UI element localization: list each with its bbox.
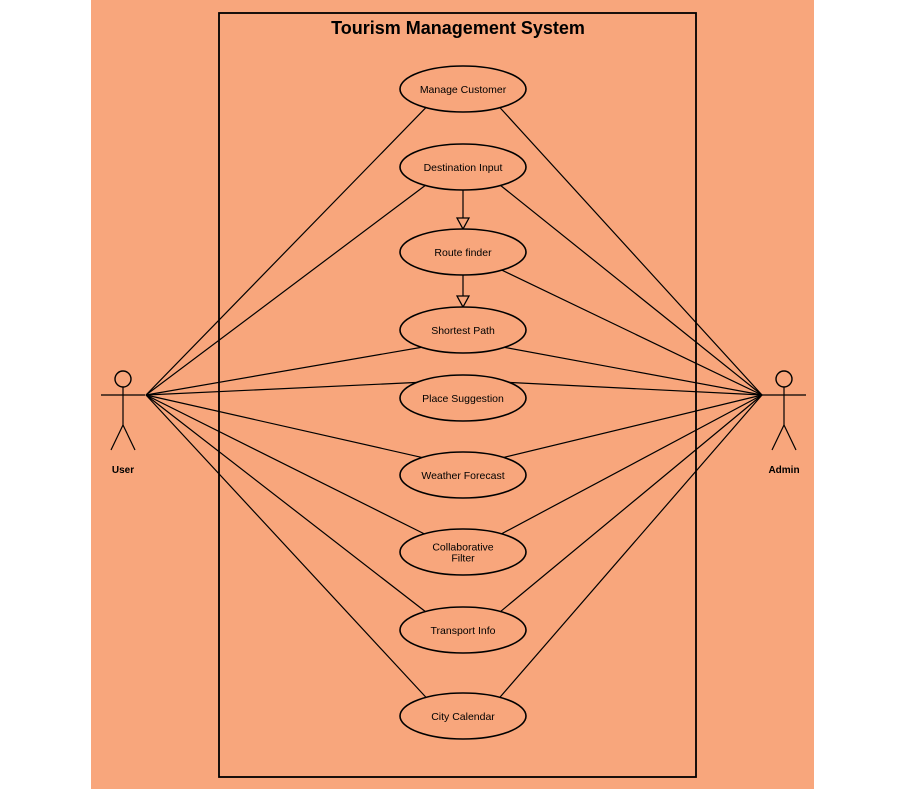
actors: User Admin (101, 370, 806, 476)
use-case-label: Weather Forecast (421, 470, 504, 482)
association-admin-city-calendar (497, 394, 763, 701)
actor-user: User (101, 370, 145, 476)
use-case-route-finder: Route finder (399, 228, 527, 276)
system-boundary (218, 12, 697, 778)
use-case-ellipse (399, 143, 527, 191)
use-case-manage-customer: Manage Customer (399, 65, 527, 113)
association-user-city-calendar (145, 394, 429, 701)
use-case-place-suggestion: Place Suggestion (399, 374, 527, 422)
actor-right-leg (783, 424, 797, 451)
use-case-shortest-path: Shortest Path (399, 306, 527, 354)
use-case-ellipse (399, 65, 527, 113)
use-case-ellipse (399, 228, 527, 276)
use-case-label: Destination Input (424, 162, 503, 174)
system-title: Tourism Management System (331, 18, 585, 38)
actor-head (114, 370, 132, 388)
actor-right-leg (122, 424, 136, 451)
use-case-label: Place Suggestion (422, 393, 504, 405)
association-user-place-suggestion (145, 381, 429, 396)
associations (145, 104, 763, 701)
use-case-weather-forecast: Weather Forecast (399, 451, 527, 499)
association-user-transport-info (145, 394, 429, 615)
association-user-collaborative-filter (145, 394, 429, 537)
association-user-shortest-path (145, 345, 429, 396)
use-case-ellipse (399, 606, 527, 654)
association-user-manage-customer (145, 104, 429, 396)
use-case-ellipse (399, 528, 527, 576)
association-admin-manage-customer (497, 104, 763, 396)
actor-label: Admin (768, 465, 799, 476)
use-case-ellipse (399, 451, 527, 499)
use-case-label: City Calendar (431, 711, 495, 723)
association-admin-destination-input (497, 182, 763, 396)
use-case-label: Manage Customer (420, 84, 507, 96)
association-admin-collaborative-filter (497, 394, 763, 537)
association-admin-shortest-path (497, 345, 763, 396)
use-case-transport-info: Transport Info (399, 606, 527, 654)
association-admin-weather-forecast (497, 394, 763, 460)
use-case-label: Shortest Path (431, 325, 495, 337)
use-case-label: Transport Info (431, 625, 496, 637)
use-case-label: Route finder (434, 247, 492, 259)
use-case-destination-input: Destination Input (399, 143, 527, 191)
actor-head (775, 370, 793, 388)
use-case-label: Collaborative (432, 542, 493, 554)
actor-left-leg (110, 424, 124, 451)
actor-admin: Admin (762, 370, 806, 476)
use-case-ellipse (399, 306, 527, 354)
association-user-weather-forecast (145, 394, 429, 460)
use-case-city-calendar: City Calendar (399, 692, 527, 740)
association-admin-route-finder (497, 267, 763, 396)
use-case-ellipse (399, 692, 527, 740)
actor-left-leg (771, 424, 785, 451)
association-admin-transport-info (497, 394, 763, 615)
association-admin-place-suggestion (497, 381, 763, 396)
actor-label: User (112, 465, 134, 476)
association-user-destination-input (145, 182, 429, 396)
use-case-label: Filter (451, 553, 475, 565)
use-case-ellipse (399, 374, 527, 422)
